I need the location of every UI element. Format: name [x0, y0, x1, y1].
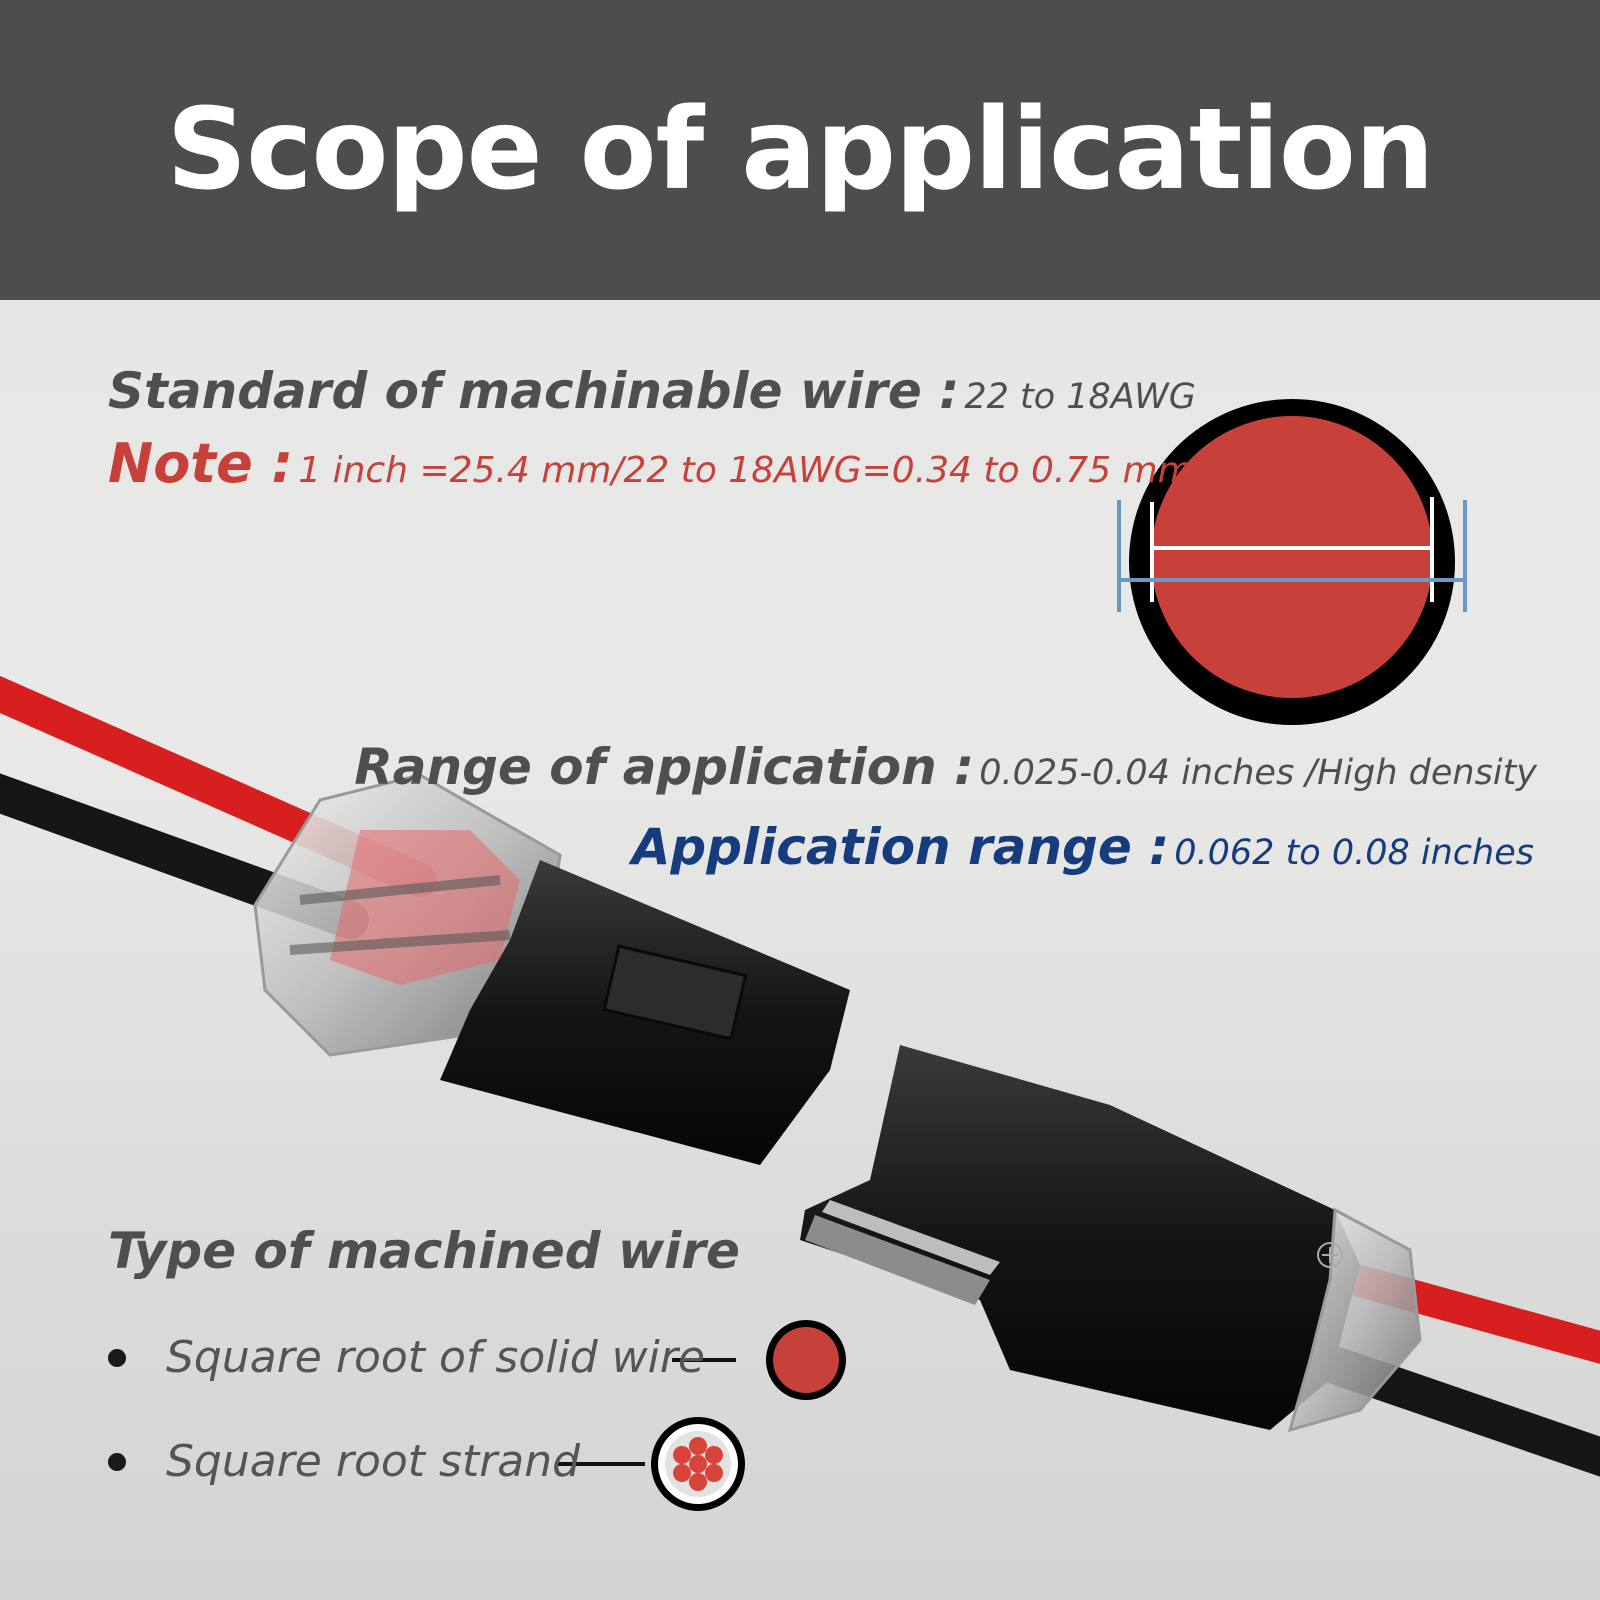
- solid-wire-icon: [766, 1320, 846, 1400]
- solid-wire-label: Square root of solid wire: [166, 1332, 705, 1383]
- app-range-line: Application range : 0.062 to 0.08 inches: [632, 818, 1534, 876]
- range-label: Range of application :: [354, 738, 975, 796]
- note-value: 1 inch =25.4 mm/22 to 18AWG=0.34 to 0.75…: [298, 450, 1193, 491]
- note-line: Note : 1 inch =25.4 mm/22 to 18AWG=0.34 …: [108, 432, 1193, 495]
- left-connector: [253, 773, 850, 1165]
- list-item: Square root strand: [108, 1436, 580, 1487]
- app-range-value: 0.062 to 0.08 inches: [1174, 833, 1534, 873]
- standard-line: Standard of machinable wire : 22 to 18AW…: [108, 362, 1196, 420]
- strand-wire-icon: [651, 1417, 745, 1511]
- app-range-label: Application range :: [631, 818, 1170, 876]
- standard-value: 22 to 18AWG: [964, 377, 1196, 417]
- page-title: Scope of application: [166, 85, 1434, 215]
- strand-wire-label: Square root strand: [166, 1436, 581, 1487]
- bullet-icon: [108, 1348, 126, 1367]
- list-item: Square root of solid wire: [108, 1332, 705, 1383]
- wire-cross-section-diagram: [1117, 399, 1467, 725]
- wire-types-heading-line: Type of machined wire: [108, 1222, 740, 1280]
- range-line: Range of application : 0.025-0.04 inches…: [354, 738, 1537, 796]
- wire-types-heading: Type of machined wire: [108, 1222, 740, 1280]
- right-connector: [800, 1045, 1422, 1433]
- range-value: 0.025-0.04 inches /High density: [979, 753, 1537, 793]
- bullet-icon: [108, 1452, 126, 1471]
- standard-label: Standard of machinable wire :: [108, 362, 960, 420]
- note-label: Note :: [108, 432, 294, 495]
- header-banner: Scope of application: [0, 0, 1600, 300]
